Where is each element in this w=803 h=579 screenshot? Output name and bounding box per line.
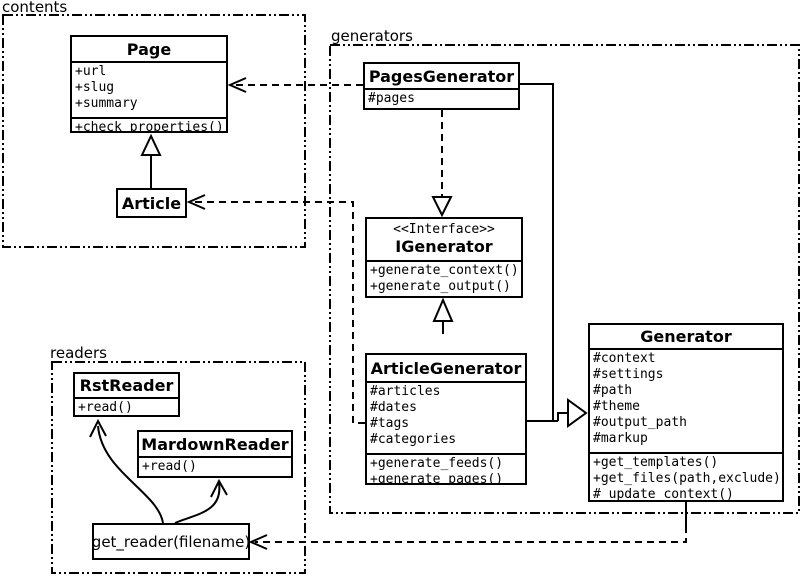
class-page-attributes: +url +slug +summary: [72, 61, 226, 117]
package-label-contents: contents: [2, 0, 68, 16]
class-pagesgenerator-attributes: #pages: [365, 88, 518, 108]
attribute: #settings: [593, 367, 664, 382]
method: #_update_context(): [593, 487, 734, 500]
method: +generate_feeds(): [370, 456, 504, 471]
class-articlegenerator-title: ArticleGenerator: [370, 358, 522, 378]
attribute: #markup: [593, 431, 648, 446]
class-mardownreader-methods: +read(): [139, 456, 291, 476]
association-getreader-to-mardownreader: [174, 478, 228, 524]
attribute: #output_path: [593, 415, 687, 430]
class-page-title: Page: [126, 39, 172, 59]
attribute: +url: [75, 64, 107, 79]
class-rstreader-methods: +read(): [75, 397, 178, 415]
method: +get_files(path,exclude): [593, 471, 781, 486]
generalization-article-to-page: [140, 133, 162, 188]
class-articlegenerator-methods: +generate_feeds() +generate_pages(): [367, 453, 525, 483]
attribute: +slug: [75, 80, 115, 95]
class-igenerator-stereotype: <<Interface>>: [393, 222, 495, 237]
association-getreader-to-rstreader: [89, 418, 164, 524]
attribute: #theme: [593, 399, 640, 414]
attribute: #pages: [368, 91, 415, 106]
class-article-title: Article: [121, 193, 182, 213]
package-frame-contents: [2, 14, 306, 248]
generalization-articlegenerator-to-igenerator: [432, 297, 454, 334]
attribute: #path: [593, 383, 633, 398]
class-generator: Generator #context #settings #path #them…: [588, 323, 784, 502]
class-generator-attributes: #context #settings #path #theme #output_…: [590, 348, 782, 452]
class-generator-title: Generator: [640, 327, 732, 346]
class-articlegenerator: ArticleGenerator #articles #dates #tags …: [365, 353, 527, 485]
class-rstreader: RstReader +read(): [73, 372, 180, 417]
attribute: #dates: [370, 400, 417, 415]
package-frame-generators: [329, 44, 800, 514]
class-page: Page +url +slug +summary +check_properti…: [70, 35, 228, 133]
method: +get_templates(): [593, 455, 719, 470]
method: +generate_pages(): [370, 472, 504, 483]
package-label-readers: readers: [50, 344, 107, 362]
class-igenerator-methods: +generate_context() +generate_output(): [367, 260, 521, 296]
class-igenerator-title: IGenerator: [395, 237, 493, 256]
method: +read(): [142, 459, 197, 474]
class-rstreader-title: RstReader: [79, 376, 174, 395]
class-igenerator: <<Interface>> IGenerator +generate_conte…: [365, 217, 523, 298]
class-igenerator-header: <<Interface>> IGenerator: [367, 219, 521, 260]
generalization-generators-to-generator: [520, 83, 588, 428]
attribute: +summary: [75, 96, 138, 111]
method: +generate_output(): [370, 279, 511, 294]
class-article: Article: [116, 188, 187, 218]
attribute: #categories: [370, 432, 457, 447]
class-mardownreader: MardownReader +read(): [137, 430, 293, 478]
dependency-pagesgenerator-to-page: [227, 77, 363, 93]
package-label-generators: generators: [331, 27, 413, 45]
class-pagesgenerator-title: PagesGenerator: [368, 66, 515, 86]
attribute: #context: [593, 351, 656, 366]
attribute: #tags: [370, 416, 410, 431]
class-articlegenerator-attributes: #articles #dates #tags #categories: [367, 381, 525, 453]
method: +read(): [78, 400, 133, 415]
attribute: #articles: [370, 384, 441, 399]
function-get-reader: get_reader(filename): [92, 523, 250, 560]
method: +check_properties(): [75, 120, 224, 131]
class-page-methods: +check_properties(): [72, 117, 226, 131]
package-frame-readers: [51, 361, 306, 574]
class-generator-methods: +get_templates() +get_files(path,exclude…: [590, 452, 782, 500]
dependency-generator-to-getreader: [248, 502, 687, 550]
class-pagesgenerator: PagesGenerator #pages: [363, 62, 520, 110]
dependency-articlegenerator-to-article: [186, 194, 365, 424]
method: +generate_context(): [370, 263, 519, 278]
function-get-reader-label: get_reader(filename): [91, 532, 251, 551]
realization-pagesgenerator-to-igenerator: [431, 110, 453, 218]
class-mardownreader-title: MardownReader: [141, 434, 289, 454]
